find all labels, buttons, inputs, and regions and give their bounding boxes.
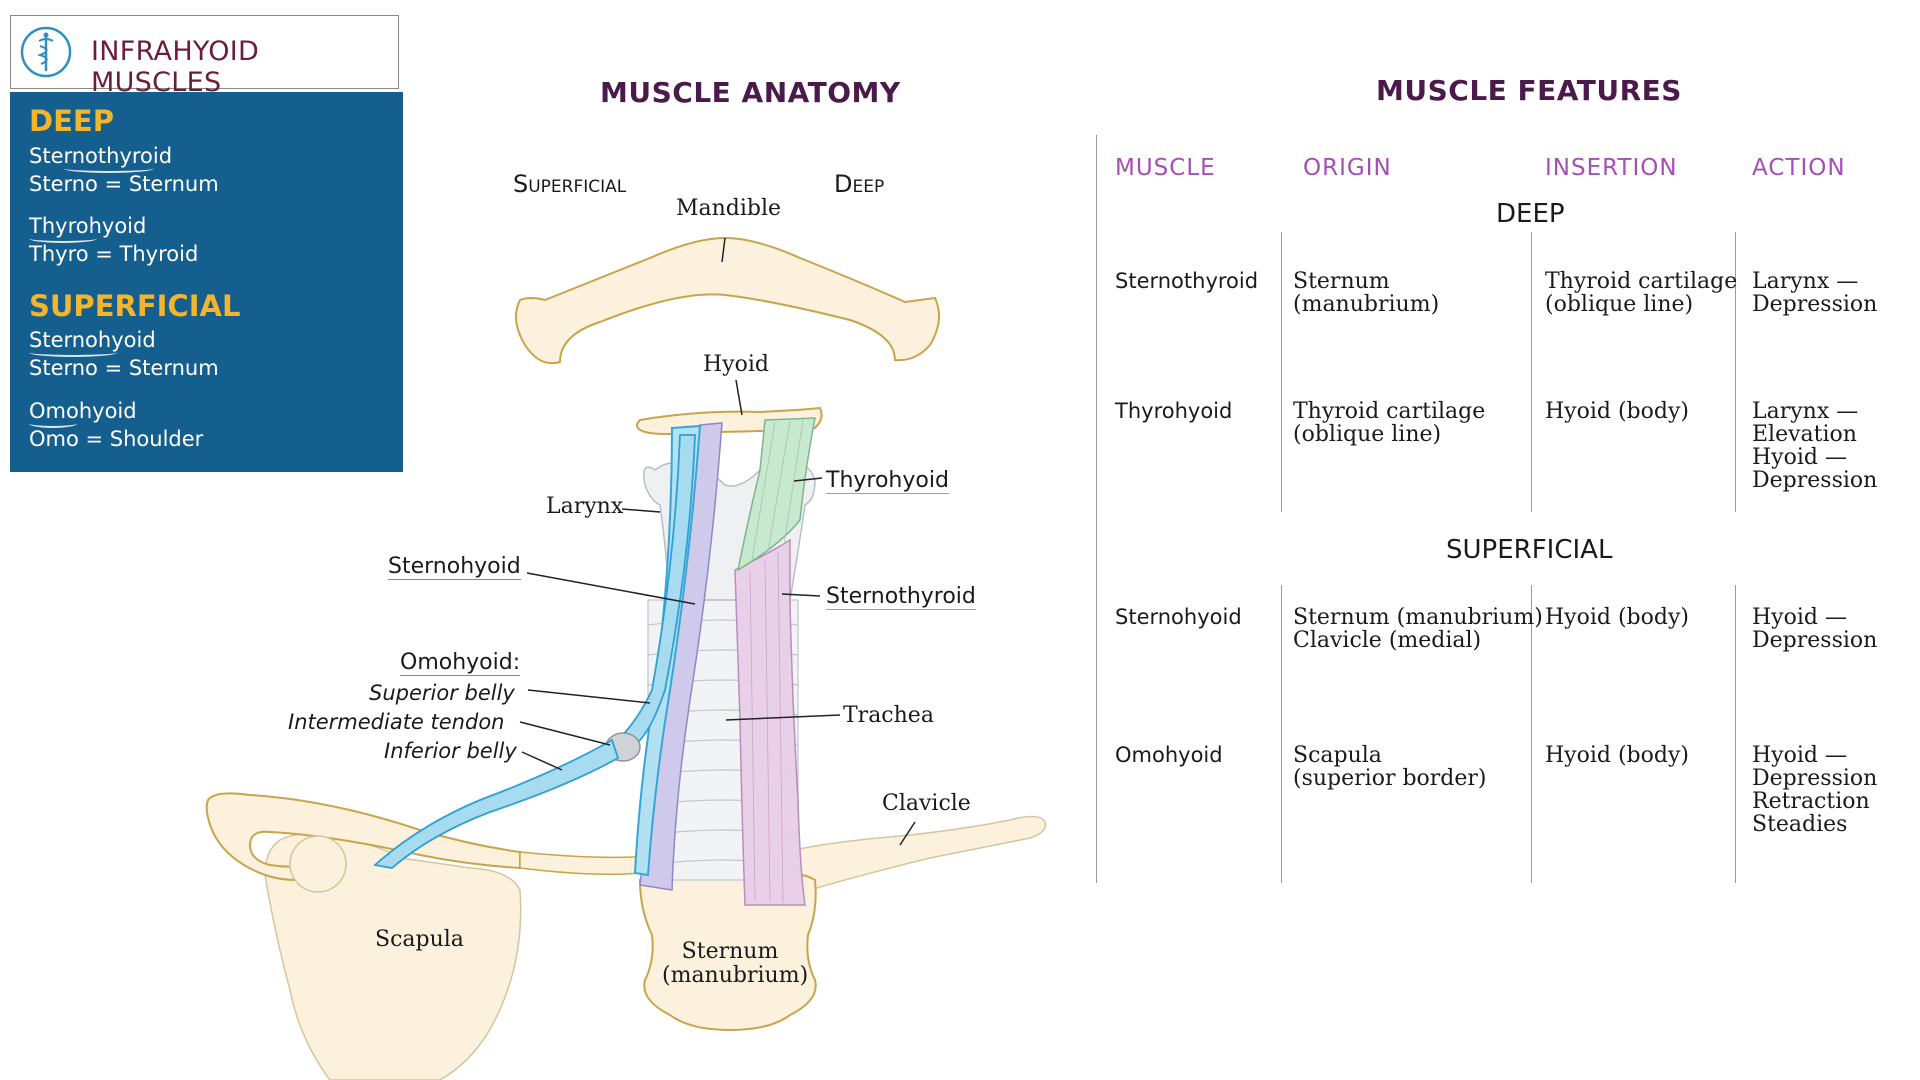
- legend-superficial-heading: SUPERFICIAL: [29, 289, 241, 323]
- label-sternum: Sternum (manubrium): [662, 939, 809, 988]
- cell-line: Sternum: [1293, 269, 1390, 294]
- underline: [29, 419, 77, 428]
- features-heading: MUSCLE FEATURES: [1376, 74, 1682, 107]
- cell-line: Larynx —: [1752, 399, 1859, 424]
- cell-line: Hyoid —: [1752, 605, 1847, 630]
- cell-line: (oblique line): [1545, 292, 1694, 317]
- cell-line: Clavicle (medial): [1293, 628, 1482, 653]
- cell-line: Hyoid (body): [1545, 399, 1689, 424]
- cell-line: Thyroid cartilage: [1545, 269, 1738, 294]
- label-larynx: Larynx: [546, 494, 624, 519]
- cell-line: Depression: [1752, 292, 1878, 317]
- superficial-row-1-muscle: Sternohyoid: [1115, 605, 1242, 629]
- cell-line: Retraction: [1752, 789, 1870, 814]
- legend-deep-meaning-1: Sterno = Sternum: [29, 172, 219, 196]
- deep-row-2-action: Larynx — Elevation Hyoid — Depression: [1752, 400, 1877, 492]
- cell-line: Hyoid —: [1752, 743, 1847, 768]
- legend-panel: DEEP Sternothyroid Sterno = Sternum Thyr…: [10, 92, 403, 472]
- legend-deep-heading: DEEP: [29, 104, 114, 138]
- cell-line: Sternum (manubrium): [1293, 605, 1543, 630]
- superficial-row-1-insertion: Hyoid (body): [1545, 606, 1689, 629]
- cell-line: (manubrium): [1293, 292, 1440, 317]
- cell-line: Larynx —: [1752, 269, 1859, 294]
- column-divider: [1735, 232, 1736, 512]
- cell-line: Hyoid (body): [1545, 743, 1689, 768]
- column-divider: [1531, 585, 1532, 883]
- cell-line: Scapula: [1293, 743, 1382, 768]
- label-sternothyroid: Sternothyroid: [826, 584, 976, 610]
- cell-line: Hyoid —: [1752, 445, 1847, 470]
- caduceus-logo-icon: [20, 26, 72, 78]
- label-sternohyoid: Sternohyoid: [388, 554, 521, 580]
- label-hyoid: Hyoid: [703, 352, 769, 377]
- label-inferior-belly: Inferior belly: [384, 739, 517, 763]
- cell-line: Elevation: [1752, 422, 1857, 447]
- table-group-deep: DEEP: [1496, 199, 1565, 229]
- column-divider: [1531, 232, 1532, 512]
- label-trachea: Trachea: [843, 703, 934, 728]
- label-superior-belly: Superior belly: [369, 681, 515, 705]
- label-thyrohyoid: Thyrohyoid: [826, 468, 949, 494]
- deep-side-label: Deep: [834, 170, 885, 198]
- label-omohyoid: Omohyoid:: [400, 650, 521, 676]
- deep-row-2-origin: Thyroid cartilage (oblique line): [1293, 400, 1485, 446]
- label-mandible: Mandible: [676, 196, 782, 221]
- label-scapula: Scapula: [375, 927, 464, 952]
- column-header-origin: ORIGIN: [1303, 155, 1392, 181]
- title-box: INFRAHYOID MUSCLES: [10, 15, 399, 98]
- label-sternum-line2: (manubrium): [662, 963, 809, 988]
- deep-row-1-muscle: Sternothyroid: [1115, 269, 1259, 293]
- table-group-superficial: SUPERFICIAL: [1446, 535, 1613, 565]
- column-divider: [1281, 232, 1282, 512]
- cell-line: Steadies: [1752, 812, 1848, 837]
- deep-row-2-muscle: Thyrohyoid: [1115, 399, 1233, 423]
- cell-line: Depression: [1752, 766, 1878, 791]
- cell-line: Hyoid (body): [1545, 605, 1689, 630]
- cell-line: Depression: [1752, 468, 1878, 493]
- column-divider: [1735, 585, 1736, 883]
- cell-line: Thyroid cartilage: [1293, 399, 1486, 424]
- mandible-bone: [515, 236, 940, 365]
- superficial-row-1-action: Hyoid — Depression: [1752, 606, 1877, 652]
- superficial-row-2-muscle: Omohyoid: [1115, 743, 1223, 767]
- legend-deep-meaning-2: Thyro = Thyroid: [29, 242, 199, 266]
- cell-line: (oblique line): [1293, 422, 1442, 447]
- deep-row-1-origin: Sternum (manubrium): [1293, 270, 1439, 316]
- anatomy-heading: MUSCLE ANATOMY: [600, 76, 901, 109]
- label-clavicle: Clavicle: [882, 791, 971, 816]
- column-header-action: ACTION: [1752, 155, 1846, 181]
- superficial-side-label: Superficial: [513, 170, 627, 198]
- legend-superficial-meaning-1: Sterno = Sternum: [29, 356, 219, 380]
- table-left-rule: [1096, 135, 1097, 883]
- superficial-row-1-origin: Sternum (manubrium) Clavicle (medial): [1293, 606, 1543, 652]
- underline: [64, 164, 154, 173]
- cell-line: Depression: [1752, 628, 1878, 653]
- underline: [29, 348, 117, 357]
- sternothyroid-muscle: [734, 538, 806, 906]
- superficial-row-2-action: Hyoid — Depression Retraction Steadies: [1752, 744, 1877, 836]
- superficial-row-2-origin: Scapula (superior border): [1293, 744, 1487, 790]
- underline: [29, 234, 97, 243]
- cell-line: (superior border): [1293, 766, 1487, 791]
- column-header-muscle: MUSCLE: [1115, 155, 1216, 181]
- thyrohyoid-muscle: [736, 417, 816, 572]
- anatomy-diagram: [205, 236, 1047, 1080]
- deep-row-2-insertion: Hyoid (body): [1545, 400, 1689, 423]
- column-header-insertion: INSERTION: [1545, 155, 1678, 181]
- deep-row-1-insertion: Thyroid cartilage (oblique line): [1545, 270, 1737, 316]
- label-sternum-line1: Sternum: [681, 939, 779, 964]
- legend-superficial-meaning-2: Omo = Shoulder: [29, 427, 204, 451]
- superficial-row-2-insertion: Hyoid (body): [1545, 744, 1689, 767]
- clavicle-bone: [786, 815, 1047, 891]
- label-intermediate-tendon: Intermediate tendon: [288, 710, 505, 734]
- column-divider: [1281, 585, 1282, 883]
- deep-row-1-action: Larynx — Depression: [1752, 270, 1877, 316]
- omohyoid-inferior-belly: [373, 738, 620, 869]
